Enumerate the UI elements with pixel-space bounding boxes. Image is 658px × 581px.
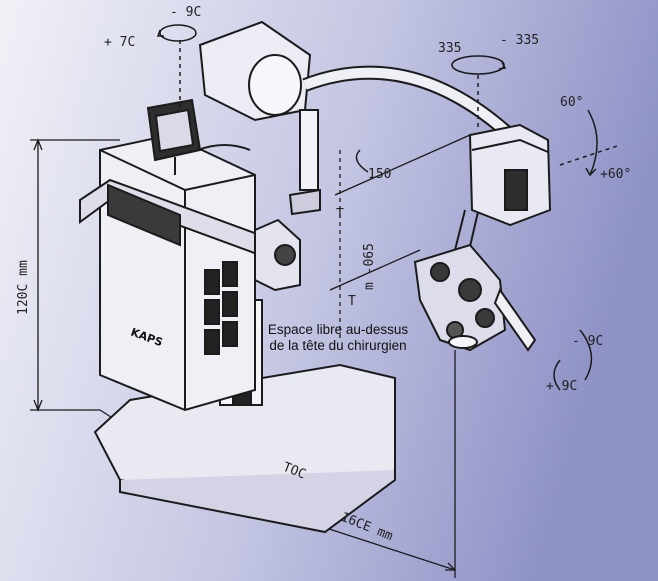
stand-cabinet xyxy=(79,133,301,412)
rotation-arrows xyxy=(156,24,621,391)
caption: Espace libre au-dessus de la tête du chi… xyxy=(267,322,409,353)
rotation-scope-plus: + 9C xyxy=(546,379,577,394)
axis-t-upper: T xyxy=(336,207,344,222)
rotation-top-left-minus: - 9C xyxy=(170,5,201,20)
arm-reach-label: 150 xyxy=(368,167,391,182)
carrier-arm xyxy=(198,20,515,216)
rotation-top-right-minus: - 335 xyxy=(500,33,539,48)
monitor xyxy=(146,98,251,175)
rotation-scope-minus: - 9C xyxy=(572,334,603,349)
microscope-head xyxy=(454,123,552,256)
rotation-top-left-plus: + 7C xyxy=(104,35,135,50)
height-label: 120C mm xyxy=(16,260,31,315)
rotation-labels: - 9C + 7C 335 - 335 60° +60° - 9C + 9C T… xyxy=(104,5,631,394)
microscope-optics xyxy=(413,243,537,352)
rotation-top-right-plus: 335 xyxy=(438,41,461,56)
rotation-head-plus: +60° xyxy=(600,167,631,182)
axis-t-lower: T xyxy=(348,294,356,309)
rotation-head-minus: 60° xyxy=(560,95,583,110)
vertical-label: m -065 xyxy=(362,243,377,290)
